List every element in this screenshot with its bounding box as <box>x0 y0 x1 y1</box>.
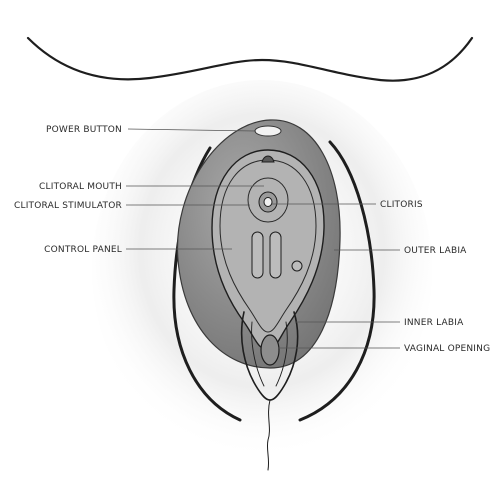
control-button-dot <box>292 261 302 271</box>
vaginal-opening <box>261 335 279 365</box>
power-button <box>255 126 281 136</box>
label-clitoris: CLITORIS <box>380 200 423 210</box>
control-button-right <box>270 232 281 278</box>
label-power-button: POWER BUTTON <box>46 125 122 135</box>
label-vaginal-opening: VAGINAL OPENING <box>404 344 490 354</box>
clitoris-mark <box>264 198 272 207</box>
control-button-left <box>252 232 263 278</box>
label-outer-labia: OUTER LABIA <box>404 246 467 256</box>
hip-outline <box>28 38 472 81</box>
label-clitoral-mouth: CLITORAL MOUTH <box>39 182 122 192</box>
label-control-panel: CONTROL PANEL <box>44 245 122 255</box>
label-inner-labia: INNER LABIA <box>404 318 464 328</box>
label-clitoral-stimulator: CLITORAL STIMULATOR <box>14 201 122 211</box>
